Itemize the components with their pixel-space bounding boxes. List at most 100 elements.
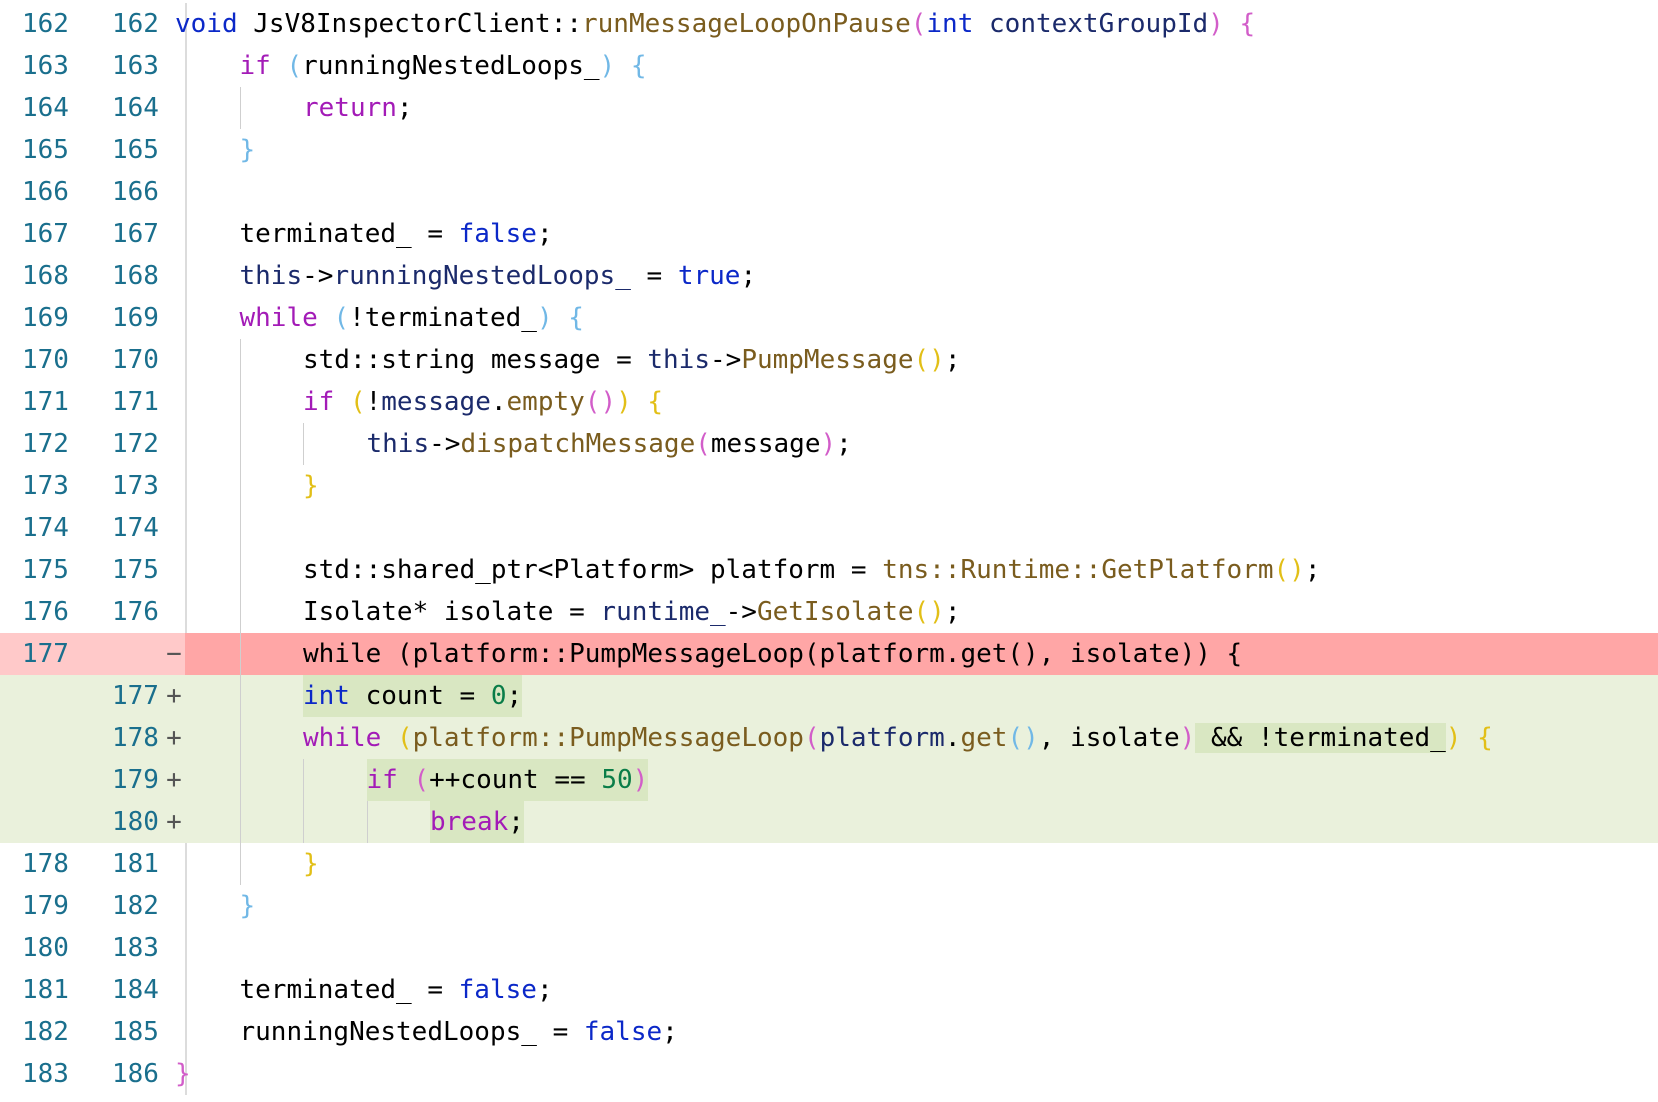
code-text: } [175, 1053, 191, 1095]
code-text: while (platform::PumpMessageLoop(platfor… [303, 633, 1242, 675]
old-line-number[interactable]: 182 [22, 1017, 69, 1047]
new-line-number[interactable]: 180 [112, 807, 159, 837]
code-token: ; [508, 807, 524, 837]
code-token: -> [302, 261, 334, 291]
diff-sign [163, 423, 185, 465]
old-line-number[interactable]: 179 [22, 891, 69, 921]
new-line-number[interactable]: 174 [112, 513, 159, 543]
code-line: return; [185, 87, 1658, 129]
new-line-number[interactable]: 181 [112, 849, 159, 879]
diff-row-context: 169 169 while (!terminated_) { [0, 297, 1658, 339]
old-line-number[interactable]: 166 [22, 177, 69, 207]
code-token: } [303, 471, 319, 501]
new-line-number[interactable]: 166 [112, 177, 159, 207]
old-line-number[interactable]: 173 [22, 471, 69, 501]
new-line-number[interactable]: 186 [112, 1059, 159, 1089]
code-token [632, 387, 648, 417]
diff-sign [163, 969, 185, 1011]
old-line-number[interactable]: 176 [22, 597, 69, 627]
code-token: false [458, 219, 537, 249]
new-line-number[interactable]: 177 [112, 681, 159, 711]
code-token: -> [725, 597, 757, 627]
diff-row-context: 182 185 runningNestedLoops_ = false; [0, 1011, 1658, 1053]
old-line-number[interactable]: 167 [22, 219, 69, 249]
old-line-number[interactable]: 168 [22, 261, 69, 291]
new-line-number[interactable]: 184 [112, 975, 159, 1005]
code-line: if (runningNestedLoops_) { [185, 45, 1658, 87]
old-line-number[interactable]: 178 [22, 849, 69, 879]
code-token [1224, 9, 1240, 39]
new-line-number[interactable]: 173 [112, 471, 159, 501]
code-token: 0 [490, 681, 507, 711]
new-line-number[interactable]: 185 [112, 1017, 159, 1047]
code-token: , isolate [1038, 723, 1180, 753]
old-line-number[interactable]: 177 [22, 639, 69, 669]
code-token [318, 303, 334, 333]
new-line-number[interactable]: 172 [112, 429, 159, 459]
new-line-number[interactable]: 168 [112, 261, 159, 291]
new-line-number[interactable]: 163 [112, 51, 159, 81]
code-token [381, 723, 397, 753]
old-line-number[interactable]: 183 [22, 1059, 69, 1089]
indent-guide [239, 549, 241, 591]
new-line-number[interactable]: 175 [112, 555, 159, 585]
code-line: int count = 0; [185, 675, 1658, 717]
code-token: int [303, 681, 350, 711]
new-line-number[interactable]: 167 [112, 219, 159, 249]
old-line-number[interactable]: 180 [22, 933, 69, 963]
old-line-number[interactable]: 164 [22, 93, 69, 123]
new-line-number[interactable]: 176 [112, 597, 159, 627]
old-line-number[interactable]: 165 [22, 135, 69, 165]
code-token: ( [803, 723, 820, 753]
old-line-number[interactable]: 181 [22, 975, 69, 1005]
diff-sign [163, 507, 185, 549]
old-line-number[interactable]: 171 [22, 387, 69, 417]
diff-sign [163, 549, 185, 591]
diff-sign [163, 129, 185, 171]
old-line-number[interactable] [22, 717, 86, 759]
plus-sign-icon: + [166, 765, 182, 795]
code-token: ; [506, 681, 523, 711]
new-line-number[interactable]: 178 [112, 723, 159, 753]
old-line-number[interactable]: 169 [22, 303, 69, 333]
new-line-number[interactable]: 179 [112, 765, 159, 795]
old-line-number[interactable]: 175 [22, 555, 69, 585]
new-line-number[interactable]: 169 [112, 303, 159, 333]
new-line-number[interactable]: 170 [112, 345, 159, 375]
code-token: runtime_ [600, 597, 726, 627]
code-token: () [913, 345, 945, 375]
code-line: runningNestedLoops_ = false; [185, 1011, 1658, 1053]
code-token: this [647, 345, 710, 375]
code-text: Isolate* isolate = runtime_->GetIsolate(… [303, 591, 960, 633]
old-line-number[interactable]: 163 [22, 51, 69, 81]
indent-guide [239, 465, 241, 507]
new-line-number[interactable]: 183 [112, 933, 159, 963]
diff-sign [163, 297, 185, 339]
old-line-number[interactable]: 162 [22, 9, 69, 39]
new-line-number[interactable]: 164 [112, 93, 159, 123]
code-text: return; [303, 87, 413, 129]
new-line-number[interactable]: 162 [112, 9, 159, 39]
code-line: while (!terminated_) { [185, 297, 1658, 339]
code-token: ( [413, 765, 430, 795]
old-line-number[interactable] [22, 675, 86, 717]
code-text: if (++count == 50) [366, 759, 649, 801]
old-line-number[interactable]: 170 [22, 345, 69, 375]
old-line-number[interactable]: 174 [22, 513, 69, 543]
old-line-number[interactable]: 172 [22, 429, 69, 459]
new-line-number[interactable]: 165 [112, 135, 159, 165]
new-line-number[interactable] [112, 633, 168, 675]
new-line-number[interactable]: 182 [112, 891, 159, 921]
indent-guide [303, 759, 304, 801]
code-token: Isolate* isolate = [303, 597, 601, 627]
code-token: return [303, 93, 397, 123]
code-line [185, 171, 1658, 213]
code-token: && !terminated_ [1195, 723, 1446, 753]
code-token: { [1477, 723, 1493, 753]
old-line-number[interactable] [22, 759, 86, 801]
new-line-number[interactable]: 171 [112, 387, 159, 417]
code-token: = [630, 261, 678, 291]
code-token: . [490, 387, 507, 417]
old-line-number[interactable] [22, 801, 86, 843]
